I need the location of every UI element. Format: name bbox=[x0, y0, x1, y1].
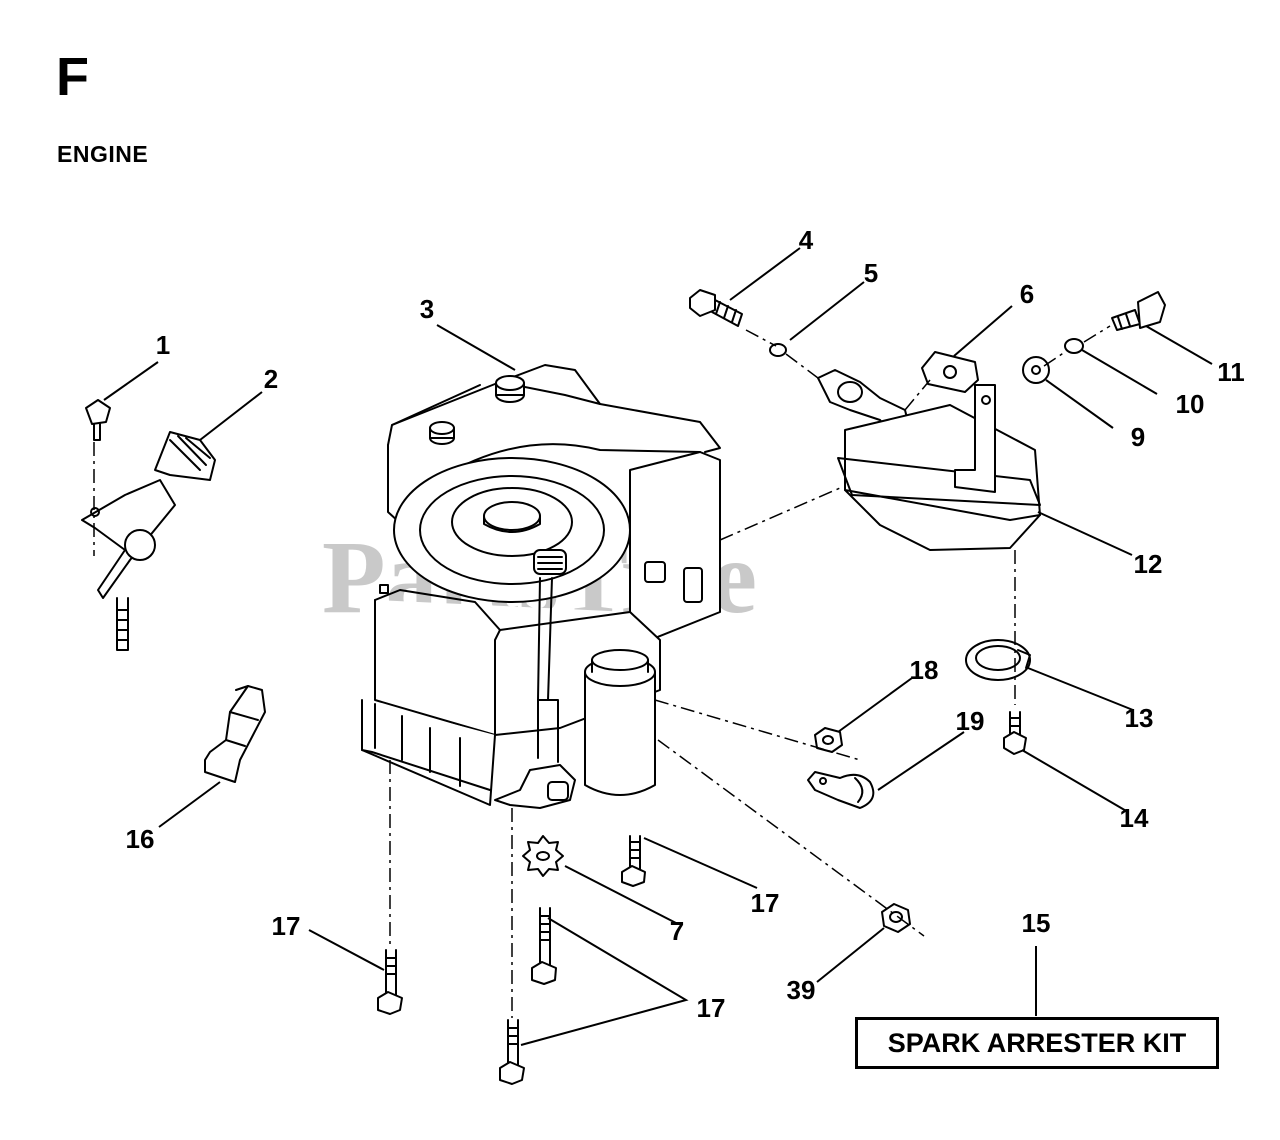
callout-9: 9 bbox=[1131, 422, 1145, 452]
callout-12: 12 bbox=[1134, 549, 1163, 579]
callout-17-right: 17 bbox=[751, 888, 780, 918]
callout-labels: 1 2 3 4 5 6 7 9 10 11 12 13 14 15 16 17 … bbox=[126, 225, 1245, 1023]
callout-19: 19 bbox=[956, 706, 985, 736]
callout-4: 4 bbox=[799, 225, 814, 255]
bolt-part-17-left bbox=[377, 949, 403, 1015]
bolt-part-17-lower bbox=[499, 1019, 525, 1085]
assembly-lines bbox=[93, 325, 1111, 1018]
callout-5: 5 bbox=[864, 258, 878, 288]
callout-39: 39 bbox=[787, 975, 816, 1005]
callout-6: 6 bbox=[1020, 279, 1034, 309]
callout-7: 7 bbox=[670, 916, 684, 946]
callout-2: 2 bbox=[264, 364, 278, 394]
callout-11: 11 bbox=[1217, 357, 1245, 387]
bolt-part-17-mid bbox=[531, 907, 557, 985]
callout-13: 13 bbox=[1125, 703, 1154, 733]
spark-arrester-kit-box: SPARK ARRESTER KIT bbox=[855, 1017, 1219, 1069]
nut-part-39 bbox=[881, 903, 911, 933]
section-title: ENGINE bbox=[57, 141, 149, 167]
callout-10: 10 bbox=[1176, 389, 1205, 419]
section-letter: F bbox=[56, 47, 89, 107]
leader-lines bbox=[103, 247, 1213, 1046]
bolt-part-17-right bbox=[621, 835, 646, 887]
star-washer-part-7 bbox=[522, 835, 564, 877]
callout-17-left: 17 bbox=[272, 911, 301, 941]
callout-17-bottom: 17 bbox=[697, 993, 726, 1023]
throttle-control-part bbox=[81, 399, 216, 651]
callout-1: 1 bbox=[156, 330, 170, 360]
bracket-part-16 bbox=[204, 685, 266, 783]
callout-16: 16 bbox=[126, 824, 155, 854]
clamp-part-19 bbox=[807, 771, 875, 809]
callout-15: 15 bbox=[1022, 908, 1051, 938]
screw-part-14 bbox=[1003, 711, 1027, 755]
spark-arrester-screen-part bbox=[965, 639, 1031, 681]
callout-3: 3 bbox=[420, 294, 434, 324]
callout-14: 14 bbox=[1120, 803, 1149, 833]
muffler-part bbox=[689, 289, 1166, 551]
engine-part bbox=[361, 364, 721, 809]
callout-18: 18 bbox=[910, 655, 939, 685]
